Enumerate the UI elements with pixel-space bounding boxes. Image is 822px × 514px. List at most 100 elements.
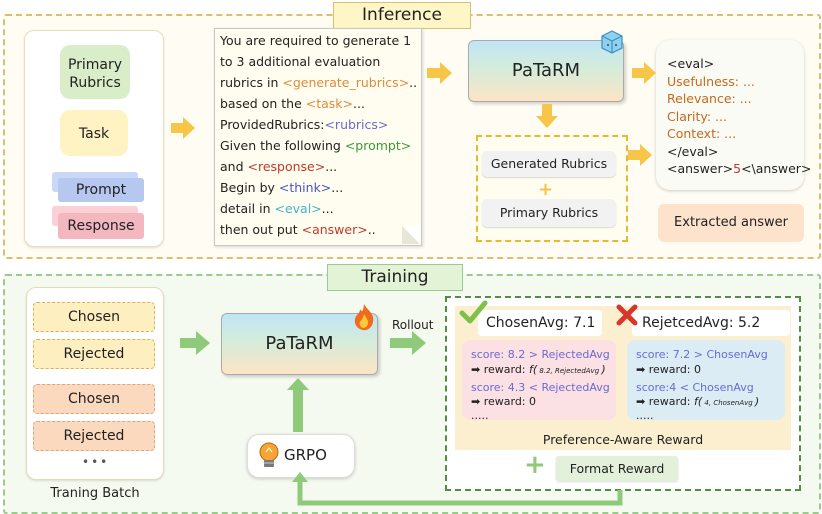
eval-output-card <box>656 40 804 190</box>
rejected-line-4: ➡ reward: f( 4, ChosenAvg ) <box>636 395 760 408</box>
inference-arrows <box>171 62 656 166</box>
instruction-line: then out put <answer>.. <box>220 222 376 237</box>
instruction-segment: ... <box>325 159 338 174</box>
cross-icon <box>616 304 638 326</box>
instruction-line: ProvidedRubrics:<rubrics> <box>220 117 388 132</box>
eval-line: <answer>5<\answer> <box>667 161 811 176</box>
instruction-segment: <task> <box>305 96 354 111</box>
arrow-grpo-to-model <box>287 378 309 432</box>
fire-icon <box>354 304 374 331</box>
patarm-training-model: PaTaRM <box>221 313 378 375</box>
chosen-line-3: score: 4.3 < RejectedAvg <box>471 381 610 394</box>
eval-segment: Relevance: ... <box>667 91 752 106</box>
batch-item-rejected: Rejected <box>33 421 155 451</box>
instruction-segment: You are required to generate 1 <box>220 33 412 48</box>
chosen-line-2: ➡ reward: f( 8.2, RejectedAvg ) <box>471 363 606 376</box>
instruction-line: Begin by <think>... <box>220 180 343 195</box>
eval-line: Clarity: ... <box>667 109 727 124</box>
batch-item-chosen: Chosen <box>33 384 155 414</box>
instruction-segment: .. <box>409 75 418 90</box>
format-reward-box: Format Reward <box>556 456 678 481</box>
arrow-reward-to-grpo-head <box>292 472 308 482</box>
primary-rubrics-label: Primary Rubrics <box>67 57 123 91</box>
chosen-score-card <box>462 340 616 420</box>
chosen-avg: ChosenAvg: 7.1 <box>478 310 602 336</box>
prompt-stack-front <box>58 178 144 202</box>
task-label: Task <box>78 126 110 142</box>
extracted-answer-box: Extracted answer <box>658 204 804 242</box>
grpo-label: GRPO <box>284 446 327 464</box>
instruction-segment: <answer> <box>301 222 368 237</box>
instruction-document <box>214 28 422 246</box>
eval-segment: <answer> <box>667 161 734 176</box>
arrow-reward-to-grpo <box>297 482 623 506</box>
instruction-line: and <response>... <box>220 159 337 174</box>
arrow-model-to-rubrics <box>536 104 558 128</box>
instruction-segment: then out put <box>220 222 302 237</box>
training-title: Training <box>327 264 463 291</box>
instruction-segment: to 3 additional evaluation <box>220 54 381 69</box>
instruction-segment: .. <box>367 222 376 237</box>
eval-segment: Usefulness: ... <box>667 73 755 89</box>
instruction-segment: detail in <box>220 201 275 216</box>
instruction-segment: ... <box>353 96 365 111</box>
batch-caption: Traning Batch <box>50 486 140 501</box>
lightbulb-icon <box>259 442 279 467</box>
rejected-line-2: ➡ reward: 0 <box>636 363 702 376</box>
prompt-label: Prompt <box>75 182 127 198</box>
instruction-segment: <think> <box>278 180 332 195</box>
batch-item-rejected: Rejected <box>33 339 155 369</box>
batch-ellipsis: ••• <box>82 455 110 469</box>
rollout-label: Rollout <box>392 318 434 332</box>
instruction-segment: ProvidedRubrics: <box>220 117 325 132</box>
rejected-line-5: ..... <box>636 409 654 422</box>
rejected-avg: RejetcedAvg: 5.2 <box>632 310 790 336</box>
check-icon <box>459 300 488 324</box>
eval-segment: <eval> <box>667 56 715 71</box>
chosen-line-1: score: 8.2 > RejectedAvg <box>471 348 610 361</box>
instruction-line: to 3 additional evaluation <box>220 54 380 69</box>
eval-segment: Context: ... <box>667 126 737 141</box>
instruction-segment: ... <box>331 180 344 195</box>
instruction-line: rubrics in <generate_rubrics>.. <box>220 75 417 90</box>
instruction-segment: based on the <box>220 96 306 111</box>
arrow-model-to-reward <box>390 331 426 355</box>
response-label: Response <box>67 218 135 234</box>
format-plus-icon: + <box>524 450 546 480</box>
arrow-batch-to-model <box>180 331 210 355</box>
inference-title: Inference <box>333 2 471 29</box>
instruction-segment: rubrics in <box>220 75 283 90</box>
instruction-line: detail in <eval>... <box>220 201 334 216</box>
instruction-segment: <prompt> <box>344 138 412 153</box>
task-puzzle <box>60 110 128 156</box>
eval-segment: </eval> <box>667 143 719 159</box>
ice-cube-icon <box>601 30 623 54</box>
eval-line: Relevance: ... <box>667 91 752 106</box>
training-arrows <box>180 331 623 506</box>
primary-rubrics-puzzle <box>60 45 130 99</box>
eval-segment: 5 <box>733 161 742 176</box>
document-fold <box>402 226 420 244</box>
generated-rubrics-item: Generated Rubrics <box>482 151 616 177</box>
instruction-segment: <response> <box>247 159 326 174</box>
instruction-segment: ... <box>321 201 334 216</box>
eval-segment: <\answer> <box>741 161 812 176</box>
instruction-segment: and <box>220 159 248 174</box>
eval-line: </eval> <box>667 144 718 159</box>
primary-rubrics-item: Primary Rubrics <box>482 199 616 227</box>
arrow-rubrics-to-eval <box>628 144 652 166</box>
chosen-line-4: ➡ reward: 0 <box>471 395 537 408</box>
instruction-line: Given the following <prompt> <box>220 138 411 153</box>
arrow-inputs-to-doc <box>171 117 195 139</box>
chosen-line-5: ..... <box>471 409 489 422</box>
instruction-line: You are required to generate 1 <box>220 33 411 48</box>
eval-line: <eval> <box>667 56 714 71</box>
response-stack-front <box>58 213 144 239</box>
instruction-line: based on the <task>... <box>220 96 365 111</box>
instruction-segment: <rubrics> <box>324 117 389 132</box>
instruction-segment: Begin by <box>220 180 279 195</box>
rejected-score-card <box>627 340 785 420</box>
batch-item-chosen: Chosen <box>33 302 155 332</box>
preference-reward-label: Preference-Aware Reward <box>542 432 704 447</box>
instruction-segment: Given the following <box>220 138 345 153</box>
